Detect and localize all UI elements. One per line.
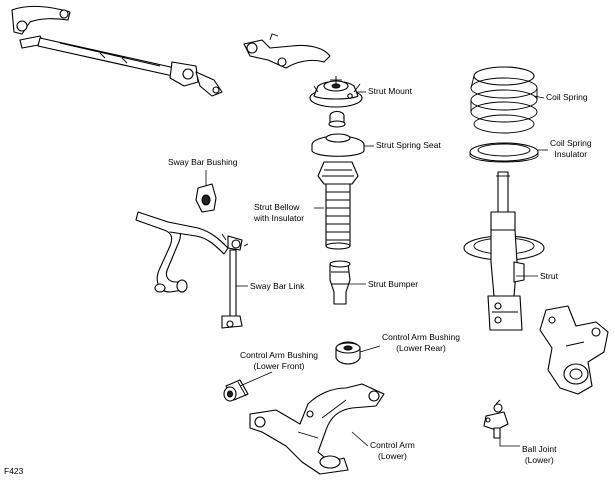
- label-coil-spring: Coil Spring: [546, 92, 588, 102]
- label-sway-bar-link: Sway Bar Link: [250, 281, 305, 291]
- leader-lines: [205, 91, 548, 447]
- tie-rod-assembly: [19, 35, 223, 97]
- label-control-arm: Control Arm (Lower): [370, 440, 415, 462]
- strut-bumper: [329, 260, 351, 305]
- label-control-arm-bushing-rear-line1: Control Arm Bushing: [382, 332, 460, 342]
- label-strut-bellow-line2: with Insulator: [254, 213, 305, 223]
- coil-spring-insulator: [469, 142, 539, 163]
- upper-control-arm-right: [243, 33, 331, 69]
- control-arm-bushing-front: [223, 379, 249, 402]
- control-arm-bushing-rear: [335, 341, 361, 365]
- strut-mount: [309, 76, 363, 108]
- label-strut: Strut: [540, 271, 558, 281]
- label-ball-joint-line1: Ball Joint: [522, 444, 557, 454]
- label-coil-spring-insulator-line2: Insulator: [554, 149, 588, 159]
- figure-code: F423: [4, 466, 24, 476]
- label-strut-spring-seat: Strut Spring Seat: [376, 140, 441, 150]
- label-strut-bellow: Strut Bellow with Insulator: [254, 202, 304, 224]
- label-strut-bumper: Strut Bumper: [368, 279, 419, 289]
- coil-spring: [470, 66, 538, 134]
- label-coil-spring-insulator-line1: Coil Spring: [550, 138, 592, 148]
- label-coil-spring-insulator: Coil Spring Insulator: [550, 138, 592, 160]
- sway-bar: [135, 211, 229, 293]
- label-control-arm-line2: (Lower): [378, 451, 407, 461]
- ball-joint: [483, 399, 509, 439]
- label-control-arm-line1: Control Arm: [370, 440, 415, 450]
- label-strut-mount: Strut Mount: [368, 86, 412, 96]
- label-control-arm-bushing-rear: Control Arm Bushing (Lower Rear): [382, 332, 460, 354]
- sway-bar-bushing: [195, 183, 217, 213]
- label-ball-joint-line2: (Lower): [524, 455, 554, 465]
- label-sway-bar-bushing: Sway Bar Bushing: [168, 157, 238, 167]
- upper-control-arm-left: [11, 5, 71, 35]
- label-control-arm-bushing-front: Control Arm Bushing (Lower Front): [240, 350, 318, 372]
- sway-bar-link: [221, 233, 249, 329]
- strut-spring-seat: [311, 110, 365, 157]
- lower-control-arm: [249, 383, 385, 475]
- strut: [463, 171, 545, 331]
- label-strut-bellow-line1: Strut Bellow: [254, 202, 300, 212]
- label-control-arm-bushing-front-line1: Control Arm Bushing: [240, 350, 318, 360]
- label-control-arm-bushing-rear-line2: (Lower Rear): [396, 343, 446, 353]
- label-ball-joint: Ball Joint (Lower): [522, 444, 557, 466]
- steering-knuckle: [539, 305, 609, 395]
- label-control-arm-bushing-front-line2: (Lower Front): [253, 361, 305, 371]
- strut-bellow: [317, 161, 359, 250]
